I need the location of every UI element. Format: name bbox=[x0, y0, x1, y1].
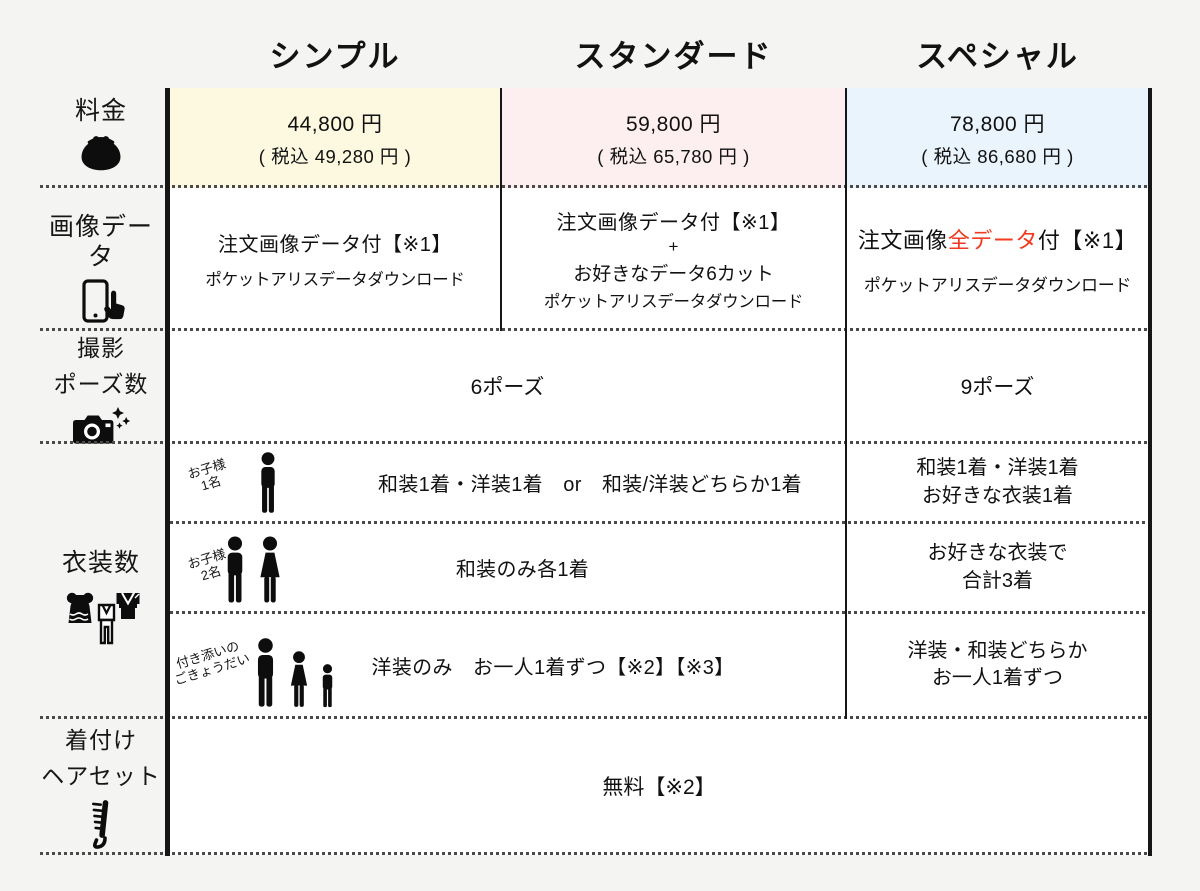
special-line2: お好きな衣装1着 bbox=[921, 484, 1074, 507]
row-separator bbox=[40, 328, 1148, 331]
row-label-price: 料金 bbox=[38, 96, 164, 173]
costume-row1-special-cell: 和装1着・洋装1着 お好きな衣装1着 bbox=[847, 444, 1148, 521]
image-data-cell-special: 注文画像全データ付【※1】 ポケットアリスデータダウンロード bbox=[849, 190, 1146, 328]
special-line2: お一人1着ずつ bbox=[931, 667, 1064, 689]
smartphone-tap-icon bbox=[75, 279, 127, 325]
order-data-text: 注文画像データ付【※1】 bbox=[556, 212, 791, 234]
download-text: ポケットアリスデータダウンロード bbox=[863, 275, 1132, 295]
row-label-text-line2: ポーズ数 bbox=[53, 371, 149, 397]
row-label-text-line1: 着付け bbox=[65, 727, 137, 753]
poses-cell-special: 9ポーズ bbox=[960, 376, 1035, 399]
order-data-text: 注文画像全データ付【※1】 bbox=[858, 223, 1137, 255]
download-text: ポケットアリスデータダウンロード bbox=[543, 293, 804, 311]
dressing-cell-all-plans: 無料【※2】 bbox=[602, 775, 716, 799]
row-label-text: 衣装数 bbox=[61, 549, 140, 577]
costume-row1-shared-cell: 和装1着・洋装1着 or 和装/洋装どちらか1着 bbox=[378, 474, 802, 496]
costume-row2-shared-cell: 和装のみ各1着 bbox=[455, 559, 590, 581]
camera-sparkles-icon bbox=[72, 406, 130, 448]
row-label-costumes: 衣装数 bbox=[38, 548, 164, 647]
plus-text: + bbox=[668, 237, 679, 256]
costume-row3-special-cell: 洋装・和装どちらか お一人1着ずつ bbox=[847, 614, 1148, 716]
order-data-text: 注文画像データ付【※1】 bbox=[218, 234, 452, 256]
plan-header-special: スペシャル bbox=[916, 39, 1079, 74]
row-separator bbox=[40, 441, 1148, 444]
download-text: ポケットアリスデータダウンロード bbox=[205, 271, 465, 289]
dress-suit-kimono-icon bbox=[61, 585, 141, 647]
price-tax-value: ( 税込 49,280 円 ) bbox=[258, 145, 412, 167]
image-data-cell-simple: 注文画像データ付【※1】 ポケットアリスデータダウンロード bbox=[172, 190, 498, 328]
purse-icon bbox=[78, 133, 124, 173]
row-label-image-data: 画像データ bbox=[38, 212, 164, 325]
order-data-suffix: 付【※1】 bbox=[1037, 227, 1138, 253]
row-separator bbox=[40, 185, 1148, 188]
one-person-icon bbox=[256, 452, 280, 514]
price-value: 59,800 円 bbox=[625, 112, 722, 136]
price-cell-special: 78,800 円 ( 税込 86,680 円 ) bbox=[847, 88, 1148, 188]
price-tax-value: ( 税込 86,680 円 ) bbox=[921, 145, 1074, 167]
all-data-highlight: 全データ bbox=[947, 227, 1038, 253]
price-value: 78,800 円 bbox=[949, 112, 1046, 136]
special-line1: 和装1着・洋装1着 bbox=[916, 457, 1079, 479]
divider-simple-standard bbox=[500, 88, 502, 331]
row-label-text: 画像データ bbox=[48, 213, 153, 271]
three-person-icon bbox=[252, 638, 336, 708]
two-person-icon bbox=[222, 532, 283, 604]
row-separator bbox=[40, 716, 1148, 719]
price-value: 44,800 円 bbox=[287, 112, 383, 136]
image-data-cell-standard: 注文画像データ付【※1】 + お好きなデータ6カット ポケットアリスデータダウン… bbox=[504, 190, 843, 328]
table-right-border bbox=[1148, 88, 1152, 856]
comb-icon bbox=[88, 798, 114, 850]
row-separator bbox=[40, 852, 1148, 855]
table-left-border bbox=[165, 88, 170, 856]
order-data-prefix: 注文画像 bbox=[857, 227, 948, 253]
plan-header-standard: スタンダード bbox=[574, 39, 773, 74]
row-label-dressing: 着付け ヘアセット bbox=[38, 726, 164, 850]
price-tax-value: ( 税込 65,780 円 ) bbox=[597, 145, 750, 167]
special-line1: お好きな衣装で bbox=[927, 542, 1068, 564]
row-separator bbox=[170, 611, 1148, 614]
price-cell-standard: 59,800 円 ( 税込 65,780 円 ) bbox=[502, 88, 845, 188]
special-line2: 合計3着 bbox=[961, 569, 1034, 592]
price-cell-simple: 44,800 円 ( 税込 49,280 円 ) bbox=[170, 88, 500, 188]
free-choice-cuts-text: お好きなデータ6カット bbox=[573, 264, 774, 285]
costume-row2-special-cell: お好きな衣装で 合計3着 bbox=[847, 524, 1148, 611]
divider-standard-special bbox=[845, 88, 847, 719]
costume-row3-shared-cell: 洋装のみ お一人1着ずつ【※2】【※3】 bbox=[371, 656, 735, 679]
special-line1: 洋装・和装どちらか bbox=[907, 639, 1088, 662]
row-separator bbox=[170, 521, 1148, 524]
row-label-text-line2: ヘアセット bbox=[41, 763, 161, 789]
row-label-text: 料金 bbox=[74, 97, 127, 125]
plan-header-simple: シンプル bbox=[269, 39, 401, 74]
row-label-poses: 撮影 ポーズ数 bbox=[38, 334, 164, 448]
poses-cell-simple-standard: 6ポーズ bbox=[470, 376, 545, 399]
row-label-text-line1: 撮影 bbox=[77, 335, 125, 361]
